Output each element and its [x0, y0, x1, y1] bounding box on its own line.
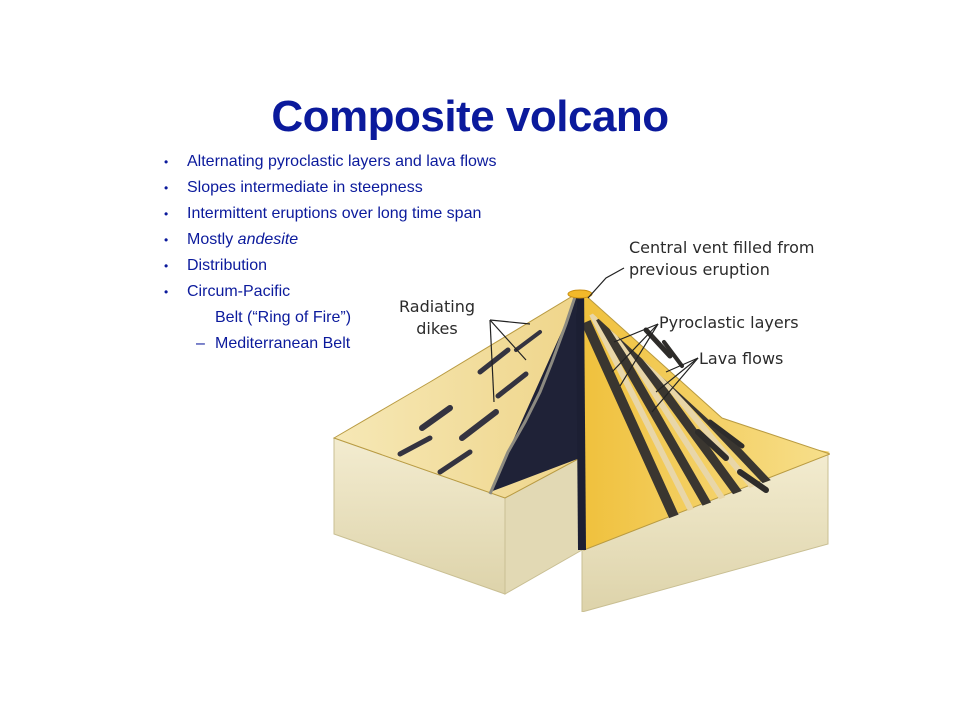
leader-lines — [489, 267, 699, 413]
bullet-text: Belt (“Ring of Fire”) — [215, 309, 352, 326]
bullet-item: • Intermittent eruptions over long time … — [164, 204, 496, 230]
bullet-item: • Distribution — [164, 256, 496, 282]
inner-cut-edge — [488, 293, 578, 495]
bullet-text: Intermittent eruptions over long time sp… — [187, 205, 482, 222]
bullet-item: • Slopes intermediate in steepness — [164, 178, 496, 204]
dike-marks — [397, 330, 542, 475]
bullet-marker: • — [164, 285, 169, 299]
bullet-marker: • — [164, 259, 169, 273]
bullet-text: Slopes intermediate in steepness — [187, 179, 423, 196]
sub-bullet-item: – Mediterranean Belt — [164, 334, 496, 360]
bullet-list: • Alternating pyroclastic layers and lav… — [164, 152, 496, 360]
label-pyroclastic-layers: Pyroclastic layers — [659, 313, 799, 332]
bullet-item: • Circum-Pacific — [164, 282, 496, 308]
bullet-item: • Alternating pyroclastic layers and lav… — [164, 152, 496, 178]
volcano-diagram — [332, 267, 830, 612]
bullet-text: Alternating pyroclastic layers and lava … — [187, 153, 497, 170]
bullet-marker: • — [164, 181, 169, 195]
bullet-emphasis: andesite — [237, 231, 299, 248]
bullet-marker: • — [164, 207, 169, 221]
dash-marker: – — [196, 335, 205, 352]
bullet-text: Distribution — [187, 257, 268, 274]
bullet-item: • Mostly andesite — [164, 230, 496, 256]
label-central-vent: Central vent filled from previous erupti… — [629, 238, 815, 279]
bullet-text: Circum-Pacific — [187, 283, 291, 300]
bullet-text: Mostly — [187, 231, 238, 248]
bullet-marker: • — [164, 233, 169, 247]
central-conduit — [576, 294, 586, 550]
sub-bullet-item: Belt (“Ring of Fire”) — [164, 308, 496, 334]
bullet-text: Mediterranean Belt — [215, 335, 351, 352]
lava-flow-marks — [643, 327, 769, 493]
label-lava-flows: Lava flows — [699, 349, 784, 368]
bullet-marker: • — [164, 155, 169, 169]
label-radiating-dikes: Radiating dikes — [399, 297, 475, 338]
slide-title: Composite volcano — [271, 92, 669, 141]
